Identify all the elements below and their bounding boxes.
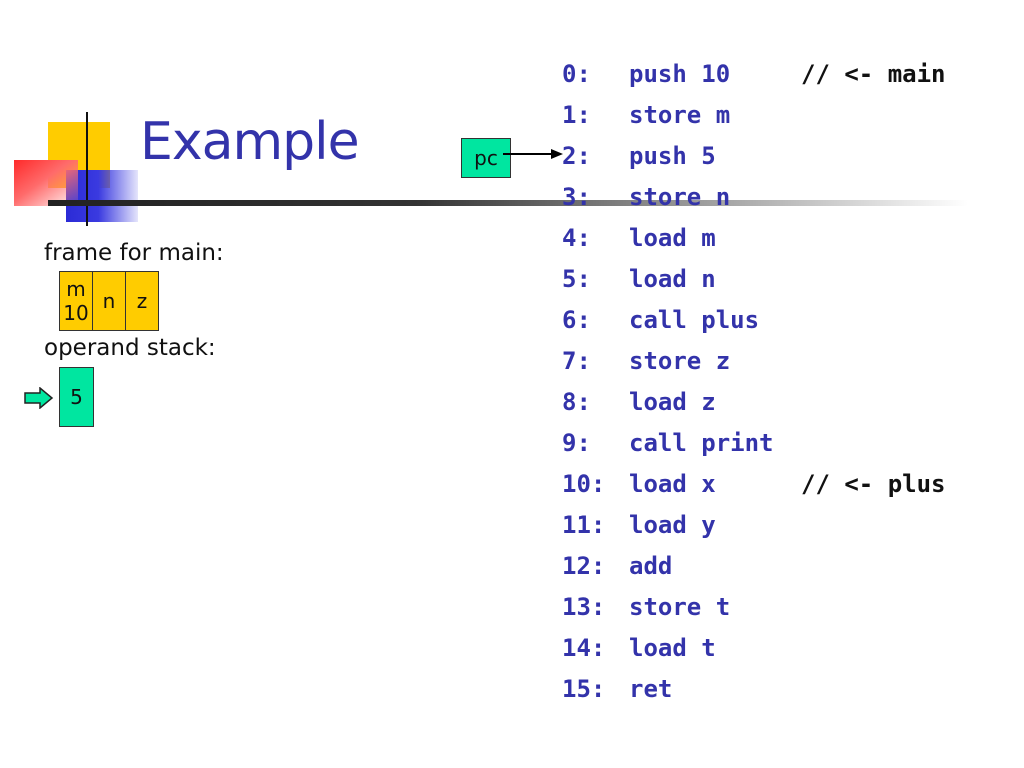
code-instruction: load n (629, 265, 716, 293)
code-address: 0: (562, 60, 591, 88)
code-address: 9: (562, 429, 591, 457)
frame-table: m 10 n z (59, 271, 159, 331)
code-instruction: store m (629, 101, 731, 129)
code-comment: // <- main (801, 60, 946, 88)
frame-var-name: m (66, 277, 86, 301)
code-instruction: call plus (629, 306, 760, 334)
code-line: 15: ret (562, 669, 946, 710)
frame-cell-m: m 10 (59, 271, 93, 331)
code-address: 4: (562, 224, 591, 252)
code-address: 1: (562, 101, 591, 129)
code-instruction: load t (629, 634, 716, 662)
frame-var-name: z (136, 289, 148, 313)
stack-value: 5 (70, 385, 83, 409)
code-line: 7: store z (562, 341, 946, 382)
pc-arrow-icon (503, 149, 563, 159)
frame-var-name: n (102, 289, 116, 313)
pc-label: pc (474, 146, 498, 170)
code-comment: // <- plus (801, 470, 946, 498)
frame-cell-z: z (125, 271, 159, 331)
code-address: 12: (562, 552, 606, 580)
code-instruction: push 5 (629, 142, 716, 170)
code-address: 13: (562, 593, 606, 621)
code-line: 0: push 10 // <- main (562, 54, 946, 95)
code-address: 15: (562, 675, 606, 703)
code-instruction: ret (629, 675, 673, 703)
frame-var-value: 10 (63, 301, 89, 325)
code-instruction: store t (629, 593, 731, 621)
logo-vertical-line (86, 112, 88, 226)
frame-label: frame for main: (44, 240, 224, 266)
code-address: 2: (562, 142, 591, 170)
logo-red-square (14, 160, 78, 206)
code-line: 6: call plus (562, 300, 946, 341)
code-address: 7: (562, 347, 591, 375)
frame-cell-n: n (92, 271, 126, 331)
code-line: 5: load n (562, 259, 946, 300)
code-address: 6: (562, 306, 591, 334)
code-address: 10: (562, 470, 606, 498)
code-line: 3: store n (562, 177, 946, 218)
code-address: 5: (562, 265, 591, 293)
code-instruction: load y (629, 511, 716, 539)
stack-cell: 5 (59, 367, 94, 427)
code-address: 14: (562, 634, 606, 662)
code-instruction: load m (629, 224, 716, 252)
code-instruction: add (629, 552, 673, 580)
code-instruction: store z (629, 347, 731, 375)
stack-label: operand stack: (44, 335, 216, 361)
code-instruction: load x (629, 470, 716, 498)
code-address: 11: (562, 511, 606, 539)
code-address: 3: (562, 183, 591, 211)
code-line: 10: load x // <- plus (562, 464, 946, 505)
code-line: 11: load y (562, 505, 946, 546)
code-instruction: call print (629, 429, 774, 457)
code-line: 13: store t (562, 587, 946, 628)
code-instruction: store n (629, 183, 731, 211)
code-line: 9: call print (562, 423, 946, 464)
stack-pointer-arrow-icon (24, 387, 54, 409)
code-line: 4: load m (562, 218, 946, 259)
code-line: 12: add (562, 546, 946, 587)
code-listing: 0: push 10 // <- main 1: store m 2: push 5 3… (562, 54, 946, 710)
code-line: 8: load z (562, 382, 946, 423)
page-title: Example (140, 112, 360, 172)
code-instruction: push 10 (629, 60, 731, 88)
title-underline (48, 200, 968, 206)
code-line: 14: load t (562, 628, 946, 669)
logo-blue-square (66, 170, 138, 222)
code-instruction: load z (629, 388, 716, 416)
code-line: 1: store m (562, 95, 946, 136)
code-address: 8: (562, 388, 591, 416)
code-line: 2: push 5 (562, 136, 946, 177)
pc-box: pc (461, 138, 511, 178)
